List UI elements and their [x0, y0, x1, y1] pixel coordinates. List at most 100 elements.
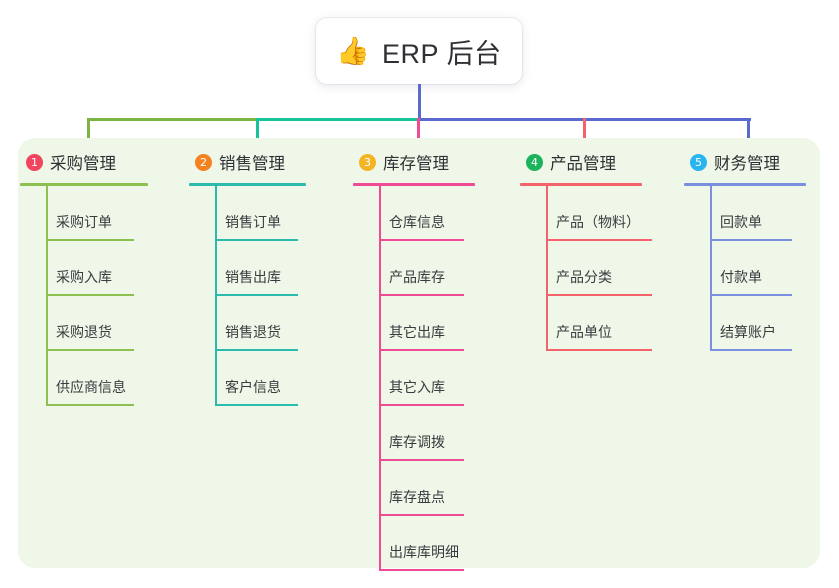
drop-product — [582, 118, 586, 148]
branch-item[interactable]: 采购退货 — [20, 296, 148, 351]
branch-item-underline — [546, 239, 652, 241]
branch-item-label: 产品分类 — [556, 269, 612, 285]
branch-item-label: 其它出库 — [389, 324, 445, 340]
branch-number-badge: 3 — [359, 153, 376, 171]
branch-spine — [710, 186, 712, 351]
branch-item[interactable]: 销售订单 — [189, 186, 306, 241]
branch-items-sales: 销售订单销售出库销售退货客户信息 — [189, 186, 306, 406]
branch-item-label: 采购订单 — [56, 214, 112, 230]
branch-title: 采购管理 — [50, 155, 116, 173]
branch-item[interactable]: 销售退货 — [189, 296, 306, 351]
branch-column-finance: 5 财务管理回款单付款单结算账户 — [684, 145, 806, 351]
branch-item-underline — [710, 349, 792, 351]
branch-number-badge: 2 — [195, 153, 212, 171]
branch-header-purchase[interactable]: 1 采购管理 — [20, 145, 148, 179]
branch-items-finance: 回款单付款单结算账户 — [684, 186, 806, 351]
branch-column-purchase: 1 采购管理采购订单采购入库采购退货供应商信息 — [20, 145, 148, 406]
branch-item-label: 销售退货 — [225, 324, 281, 340]
branch-spine — [379, 186, 381, 571]
drop-sales — [255, 118, 259, 148]
branch-item[interactable]: 其它出库 — [353, 296, 475, 351]
branch-item-label: 产品（物料） — [556, 214, 640, 230]
branch-item[interactable]: 产品（物料） — [520, 186, 652, 241]
branch-items-product: 产品（物料） 产品分类产品单位 — [520, 186, 652, 351]
branch-header-sales[interactable]: 2 销售管理 — [189, 145, 306, 179]
branch-item-label: 供应商信息 — [56, 379, 126, 395]
branch-column-inventory: 3 库存管理仓库信息产品库存其它出库其它入库库存调拨库存盘点出库库明细 — [353, 145, 475, 571]
bus-teal — [255, 118, 421, 121]
branch-item-label: 采购退货 — [56, 324, 112, 340]
branch-item[interactable]: 销售出库 — [189, 241, 306, 296]
branch-item-label: 客户信息 — [225, 379, 281, 395]
branch-spine — [546, 186, 548, 351]
branch-item[interactable]: 出库库明细 — [353, 516, 475, 571]
branch-item-underline — [546, 349, 652, 351]
branch-item[interactable]: 付款单 — [684, 241, 806, 296]
thumbs-up-icon: 👍 — [336, 35, 371, 66]
drop-finance — [746, 118, 750, 148]
root-title: ERP 后台 — [382, 38, 502, 69]
branch-item-underline — [215, 349, 298, 351]
branch-item-underline — [379, 294, 464, 296]
branch-item-underline — [215, 239, 298, 241]
root-node[interactable]: 👍 ERP 后台 — [316, 18, 522, 84]
branch-title: 库存管理 — [383, 155, 449, 173]
branch-item[interactable]: 库存盘点 — [353, 461, 475, 516]
branch-item-underline — [46, 404, 134, 406]
branch-item[interactable]: 产品单位 — [520, 296, 652, 351]
branch-item-underline — [379, 349, 464, 351]
branch-item-underline — [379, 404, 464, 406]
branch-item-underline — [710, 239, 792, 241]
branch-items-inventory: 仓库信息产品库存其它出库其它入库库存调拨库存盘点出库库明细 — [353, 186, 475, 571]
branch-item[interactable]: 客户信息 — [189, 351, 306, 406]
branch-item-underline — [379, 239, 464, 241]
branch-column-product: 4 产品管理产品（物料） 产品分类产品单位 — [520, 145, 652, 351]
branch-title: 销售管理 — [219, 155, 285, 173]
branch-item-underline — [215, 294, 298, 296]
branch-title: 产品管理 — [550, 155, 616, 173]
branch-item-underline — [46, 294, 134, 296]
branch-title: 财务管理 — [714, 155, 780, 173]
branches-panel — [18, 138, 820, 568]
branch-item[interactable]: 供应商信息 — [20, 351, 148, 406]
branch-item-label: 库存盘点 — [389, 489, 445, 505]
branch-item-underline — [379, 569, 464, 571]
branch-header-inventory[interactable]: 3 库存管理 — [353, 145, 475, 179]
branch-spine — [215, 186, 217, 406]
branch-item[interactable]: 产品分类 — [520, 241, 652, 296]
drop-inventory — [416, 118, 420, 148]
branch-header-product[interactable]: 4 产品管理 — [520, 145, 642, 179]
branch-items-purchase: 采购订单采购入库采购退货供应商信息 — [20, 186, 148, 406]
branch-header-finance[interactable]: 5 财务管理 — [684, 145, 806, 179]
drop-purchase — [86, 118, 90, 148]
branch-item[interactable]: 其它入库 — [353, 351, 475, 406]
branch-underline — [520, 183, 642, 186]
branch-item[interactable]: 回款单 — [684, 186, 806, 241]
branch-number-badge: 5 — [690, 153, 707, 171]
branch-column-sales: 2 销售管理销售订单销售出库销售退货客户信息 — [189, 145, 306, 406]
branch-spine — [46, 186, 48, 406]
branch-item-label: 其它入库 — [389, 379, 445, 395]
branch-item-label: 销售订单 — [225, 214, 281, 230]
branch-number-badge: 4 — [526, 153, 543, 171]
branch-item-underline — [546, 294, 652, 296]
branch-item-label: 库存调拨 — [389, 434, 445, 450]
root-stem — [417, 84, 421, 121]
branch-underline — [189, 183, 306, 186]
branch-item-underline — [379, 514, 464, 516]
branch-item-label: 仓库信息 — [389, 214, 445, 230]
branch-underline — [353, 183, 475, 186]
branch-item[interactable]: 库存调拨 — [353, 406, 475, 461]
branch-item-label: 产品单位 — [556, 324, 612, 340]
branch-underline — [684, 183, 806, 186]
branch-item-label: 结算账户 — [720, 324, 776, 340]
branch-item-label: 采购入库 — [56, 269, 112, 285]
branch-item[interactable]: 采购入库 — [20, 241, 148, 296]
branch-item[interactable]: 采购订单 — [20, 186, 148, 241]
bus-green — [86, 118, 260, 121]
branch-item[interactable]: 结算账户 — [684, 296, 806, 351]
branch-item[interactable]: 产品库存 — [353, 241, 475, 296]
branch-item[interactable]: 仓库信息 — [353, 186, 475, 241]
branch-number-badge: 1 — [26, 153, 43, 171]
